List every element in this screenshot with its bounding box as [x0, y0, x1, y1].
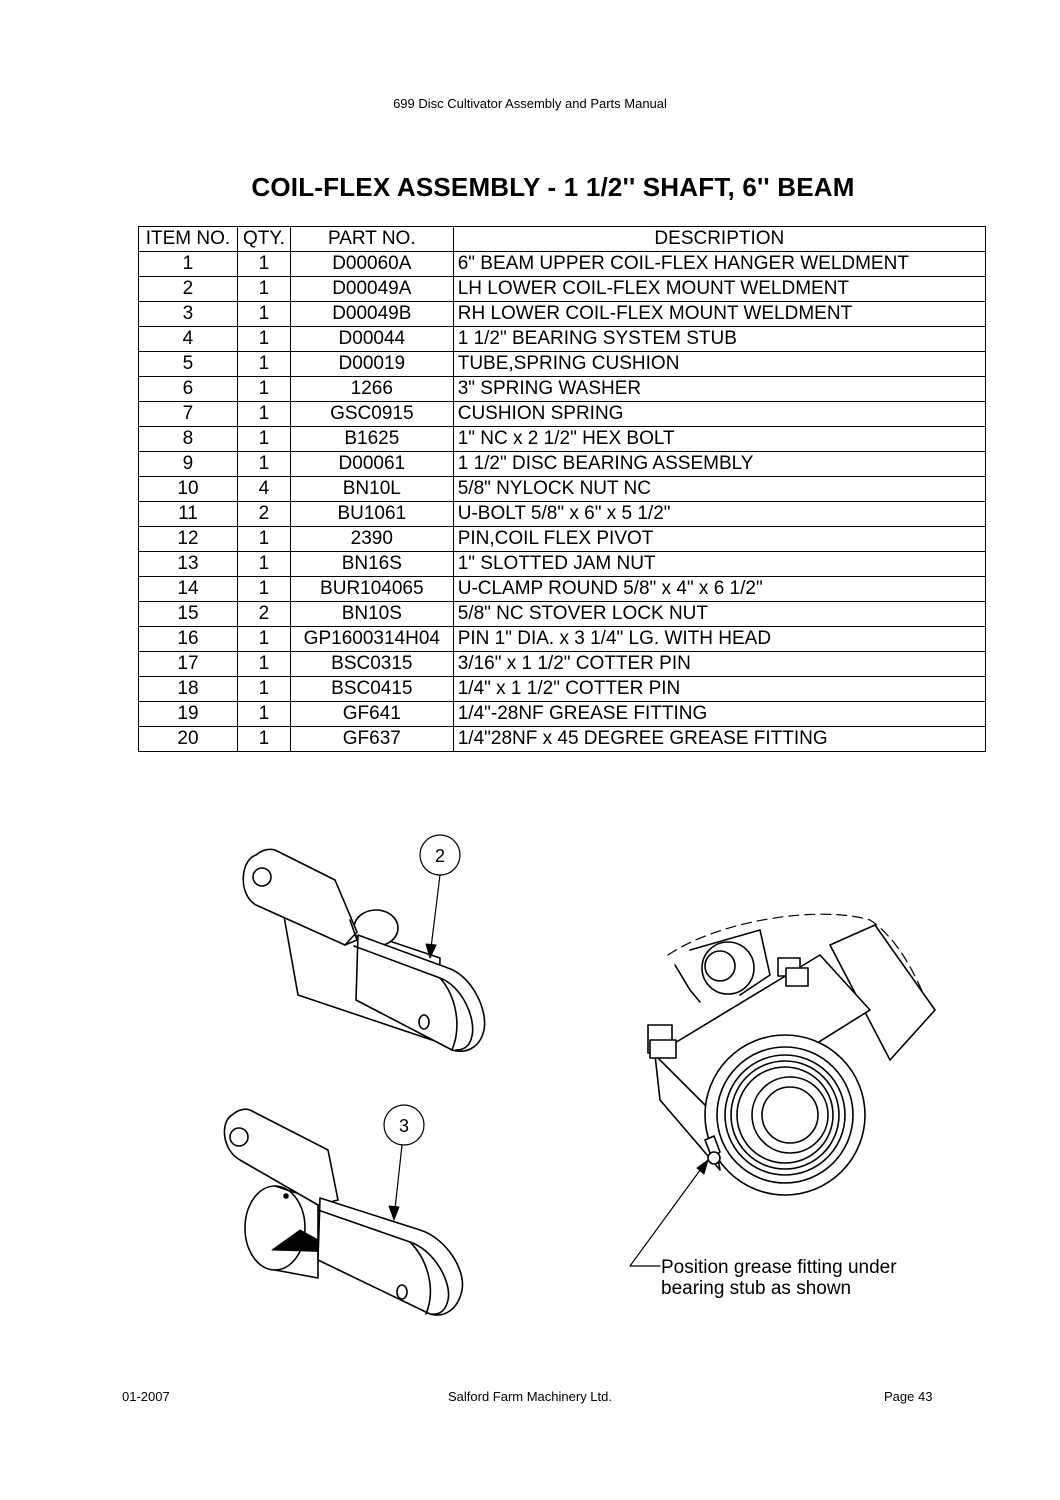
item-no-cell: 13 [138, 551, 238, 577]
lh-lower-mount-drawing [242, 848, 486, 1052]
item-no-cell: 9 [138, 451, 238, 477]
qty-cell: 1 [236, 626, 291, 652]
manual-header-title: 699 Disc Cultivator Assembly and Parts M… [393, 96, 667, 111]
item-no-cell: 20 [138, 726, 238, 752]
callout-2-label: 2 [435, 846, 445, 866]
description-cell: PIN,COIL FLEX PIVOT [452, 526, 987, 552]
description-cell: 1/4" x 1 1/2" COTTER PIN [452, 676, 987, 702]
qty-cell: 1 [236, 251, 291, 277]
qty-cell: 1 [236, 676, 291, 702]
footer-date: 01-2007 [122, 1389, 170, 1404]
description-cell: 3/16" x 1 1/2" COTTER PIN [452, 651, 987, 677]
parts-table-header-row: ITEM NO. QTY. PART NO. DESCRIPTION [138, 226, 987, 252]
part-no-cell: GSC0915 [289, 401, 454, 427]
page-title: COIL-FLEX ASSEMBLY - 1 1/2'' SHAFT, 6'' … [251, 172, 855, 202]
part-no-cell: BN16S [289, 551, 454, 577]
part-no-cell: BN10S [289, 601, 454, 627]
description-cell: 1/4"28NF x 45 DEGREE GREASE FITTING [452, 726, 987, 752]
part-no-cell: BN10L [289, 476, 454, 502]
part-no-cell: D00049B [289, 301, 454, 327]
grease-fitting-leader [629, 1159, 709, 1267]
grease-note-line2: bearing stub as shown [661, 1278, 851, 1299]
footer-page-number: Page 43 [884, 1389, 933, 1404]
part-no-cell: GF637 [289, 726, 454, 752]
footer-company: Salford Farm Machinery Ltd. [447, 1389, 612, 1404]
column-header-qty: QTY. [236, 226, 291, 252]
bearing-detail-drawing [647, 913, 936, 1196]
item-no-cell: 5 [138, 351, 238, 377]
part-no-cell: GP1600314H04 [289, 626, 454, 652]
part-no-cell: D00019 [289, 351, 454, 377]
callout-3-label: 3 [399, 1116, 409, 1136]
part-no-cell: D00061 [289, 451, 454, 477]
description-cell: 1" SLOTTED JAM NUT [452, 551, 987, 577]
qty-cell: 1 [236, 726, 291, 752]
callout-3-bubble [383, 1104, 425, 1221]
description-cell: PIN 1" DIA. x 3 1/4" LG. WITH HEAD [452, 626, 987, 652]
qty-cell: 1 [236, 651, 291, 677]
column-header-description: DESCRIPTION [452, 226, 987, 252]
part-no-cell: 1266 [289, 376, 454, 402]
item-no-cell: 15 [138, 601, 238, 627]
item-no-cell: 8 [138, 426, 238, 452]
qty-cell: 4 [236, 476, 291, 502]
description-cell: TUBE,SPRING CUSHION [452, 351, 987, 377]
description-cell: LH LOWER COIL-FLEX MOUNT WELDMENT [452, 276, 987, 302]
item-no-cell: 6 [138, 376, 238, 402]
grease-note-line1: Position grease fitting under [661, 1257, 897, 1278]
callout-2-bubble [419, 834, 461, 959]
item-no-cell: 17 [138, 651, 238, 677]
item-no-cell: 12 [138, 526, 238, 552]
part-no-cell: BSC0415 [289, 676, 454, 702]
description-cell: 5/8" NC STOVER LOCK NUT [452, 601, 987, 627]
description-cell: U-CLAMP ROUND 5/8" x 4" x 6 1/2" [452, 576, 987, 602]
part-no-cell: B1625 [289, 426, 454, 452]
rh-lower-mount-drawing [223, 1108, 464, 1316]
qty-cell: 2 [236, 501, 291, 527]
item-no-cell: 16 [138, 626, 238, 652]
qty-cell: 2 [236, 601, 291, 627]
part-no-cell: BU1061 [289, 501, 454, 527]
description-cell: 5/8" NYLOCK NUT NC [452, 476, 987, 502]
part-no-cell: GF641 [289, 701, 454, 727]
description-cell: 1" NC x 2 1/2" HEX BOLT [452, 426, 987, 452]
